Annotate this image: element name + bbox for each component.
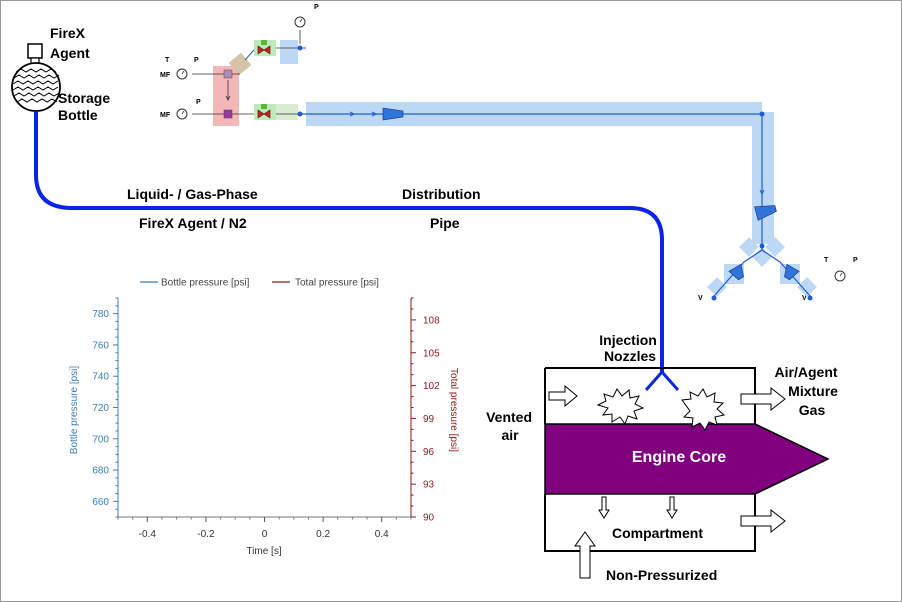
engine-core-shape[interactable] — [544, 423, 830, 495]
legend-label: Total pressure [psi] — [295, 278, 379, 289]
y-tick-label: 720 — [92, 403, 109, 414]
legend-label: Bottle pressure [psi] — [161, 278, 250, 289]
cone-icon-left[interactable] — [728, 263, 747, 281]
gauge-icon-mf-lower[interactable] — [176, 108, 188, 120]
pipe-agent-label: FireX Agent / N2 — [139, 215, 247, 231]
pipe-highlight-upper — [280, 40, 298, 64]
compartment-label: Compartment — [612, 525, 703, 541]
x-axis-label: Time [s] — [246, 546, 281, 557]
distribution-label: Distribution — [402, 186, 481, 202]
x-tick-label: 0.4 — [375, 529, 389, 540]
y2-tick-label: 105 — [423, 348, 440, 359]
y-tick-label: 740 — [92, 372, 109, 383]
storage-bottle[interactable] — [11, 43, 61, 112]
tee-split — [707, 237, 817, 301]
x-tick-label: -0.2 — [197, 529, 215, 540]
arrow-up-bottom — [574, 531, 596, 579]
non-pressurized-label: Non-Pressurized — [606, 567, 717, 583]
tag-mf-upper: MF — [160, 72, 171, 79]
tag-p-right: P — [853, 257, 858, 264]
vented-air-label: Vented air — [486, 409, 536, 443]
tag-p-top: P — [314, 4, 319, 11]
nozzle-branch-left — [644, 371, 664, 391]
valve-icon-upper[interactable] — [257, 40, 271, 55]
cone-icon-vertical[interactable] — [754, 202, 778, 221]
y2-tick-label: 102 — [423, 381, 440, 392]
y2-tick-label: 93 — [423, 480, 435, 491]
pipe-highlight-vertical — [752, 112, 774, 244]
tag-t-upper: T — [165, 57, 170, 64]
arrow-down-right — [666, 496, 678, 519]
y2-tick-label: 108 — [423, 315, 440, 326]
tag-t-right: T — [824, 257, 829, 264]
gauge-icon-top[interactable] — [294, 16, 306, 28]
node-dot — [297, 45, 303, 51]
air-agent-label: Air/Agent Mixture Gas — [775, 364, 842, 418]
cone-icon-right[interactable] — [781, 263, 800, 281]
legend-item: Bottle pressure [psi] — [140, 278, 250, 289]
y-axis-right-label: Total pressure [psi] — [448, 368, 459, 452]
y-tick-label: 700 — [92, 434, 109, 445]
tag-v-left: V — [698, 295, 703, 302]
nozzle-branch-right — [660, 371, 680, 391]
tag-mf-lower: MF — [160, 112, 171, 119]
x-tick-label: -0.4 — [139, 529, 157, 540]
y-tick-label: 660 — [92, 497, 109, 508]
y-tick-label: 760 — [92, 340, 109, 351]
x-tick-label: 0 — [262, 529, 268, 540]
pipe-phase-label: Liquid- / Gas-Phase — [127, 186, 258, 202]
arrow-compartment-out — [740, 508, 786, 534]
arrow-down-left — [598, 496, 610, 519]
pipe-label: Pipe — [430, 215, 460, 231]
tag-p-upper: P — [194, 57, 199, 64]
valve-box-lower-ext — [276, 104, 298, 120]
node-dot — [759, 111, 765, 117]
legend-item: Total pressure [psi] — [272, 278, 379, 289]
chart-legend: Bottle pressure [psi] Total pressure [psi… — [140, 278, 379, 289]
y2-tick-label: 96 — [423, 447, 435, 458]
tag-p-lower: P — [196, 99, 201, 106]
spray-burst-right — [681, 388, 726, 431]
injection-nozzles-label: Injection Nozzles — [599, 332, 660, 364]
valve-icon-lower[interactable] — [257, 104, 271, 119]
cone-icon-horizontal[interactable] — [382, 107, 404, 121]
engine-core-label: Engine Core — [632, 449, 726, 466]
storage-bottle-label: Storage Bottle — [58, 90, 114, 123]
component-schematic: T P MF MF P P T P V V — [160, 4, 858, 302]
gauge-icon-mf-upper[interactable] — [176, 68, 188, 80]
distribution-pipe[interactable] — [34, 112, 664, 372]
tan-block — [228, 52, 252, 76]
y-tick-label: 680 — [92, 466, 109, 477]
arrow-air-in — [548, 384, 578, 408]
pressure-chart[interactable]: Bottle pressure [psi] Total pressure [psi… — [69, 278, 459, 558]
arrow-mixture-out — [740, 386, 786, 412]
x-tick-label: 0.2 — [316, 529, 330, 540]
node-dot — [297, 111, 303, 117]
mixer-box-lower — [223, 109, 233, 119]
y-tick-label: 780 — [92, 309, 109, 320]
chart-axes: 660 680 700 720 740 760 780 90 93 96 99 102 105 108 -0… — [92, 297, 440, 540]
gauge-icon-right[interactable] — [834, 270, 846, 282]
agent-label: FireX Agent — [50, 25, 90, 61]
y-axis-left-label: Bottle pressure [psi] — [69, 366, 80, 455]
y2-tick-label: 90 — [423, 513, 435, 524]
tag-v-right: V — [802, 295, 807, 302]
mixer-box-upper — [223, 69, 233, 79]
y2-tick-label: 99 — [423, 414, 435, 425]
spray-burst-left — [596, 388, 645, 426]
